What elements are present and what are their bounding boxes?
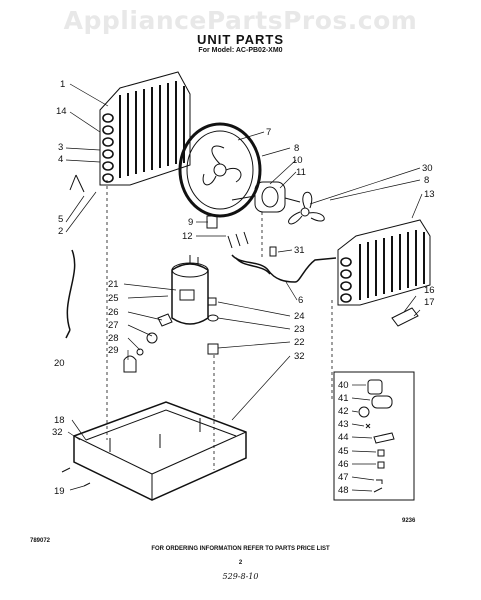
callout-26: 26 [108, 307, 119, 318]
grommet [207, 297, 217, 306]
callout-27: 27 [108, 320, 119, 331]
callout-22: 22 [294, 337, 305, 348]
thermostat-bracket [69, 174, 85, 193]
mount-bushing [207, 343, 219, 355]
callout-28: 28 [108, 333, 119, 344]
condenser-coil [337, 219, 431, 306]
callout-6: 6 [298, 295, 303, 306]
callout-1: 1 [60, 79, 65, 90]
callout-30: 30 [422, 163, 433, 174]
page-number: 2 [238, 560, 243, 566]
inset-box [333, 371, 415, 501]
evaporator-coil [99, 71, 191, 186]
callout-44: 44 [338, 432, 349, 443]
motor-leads [227, 231, 249, 249]
callout-19: 19 [54, 486, 65, 497]
callout-42: 42 [338, 406, 349, 417]
callout-41: 41 [338, 393, 349, 404]
screws [61, 467, 91, 487]
callout-31: 31 [294, 245, 305, 256]
callout-45: 45 [338, 446, 349, 457]
callout-3: 3 [58, 142, 63, 153]
page-title: UNIT PARTS [196, 32, 285, 47]
handwritten-note: 529-8-10 [222, 572, 259, 581]
doc-code: 789072 [30, 538, 51, 544]
condenser-fan [288, 191, 325, 225]
base-pan [73, 401, 247, 501]
callout-46: 46 [338, 459, 349, 470]
callout-20: 20 [54, 358, 65, 369]
callout-32b: 32 [52, 427, 63, 438]
watermark: AppliancePartsPros.com [63, 6, 418, 35]
blower-wheel [178, 122, 262, 218]
callout-16: 16 [424, 285, 435, 296]
callout-17: 17 [424, 297, 435, 308]
callout-48: 48 [338, 485, 349, 496]
callout-2: 2 [58, 226, 63, 237]
callout-21: 21 [108, 279, 119, 290]
callout-29: 29 [108, 345, 119, 356]
callout-4: 4 [58, 154, 63, 165]
figure-code: 9236 [402, 518, 416, 524]
capacitor-clip [206, 215, 218, 229]
callout-5: 5 [58, 214, 63, 225]
callout-9: 9 [188, 217, 193, 228]
power-cord [65, 249, 76, 339]
callout-10: 10 [292, 155, 303, 166]
ordering-instruction: FOR ORDERING INFORMATION REFER TO PARTS … [151, 546, 330, 552]
callout-25: 25 [108, 293, 119, 304]
spring-clip [136, 348, 144, 356]
callout-43: 43 [338, 419, 349, 430]
callout-11: 11 [296, 167, 306, 178]
drain-strip [391, 307, 419, 327]
callout-13: 13 [424, 189, 435, 200]
callout-8b: 8 [424, 175, 429, 186]
model-subtitle: For Model: AC-PB02-XM0 [198, 47, 283, 54]
callout-23: 23 [294, 324, 305, 335]
terminal-cover [146, 332, 158, 344]
sleeve [269, 246, 277, 257]
callout-47: 47 [338, 472, 349, 483]
callout-24: 24 [294, 311, 305, 322]
callout-12: 12 [182, 231, 193, 242]
callout-18: 18 [54, 415, 65, 426]
overload-protector [157, 313, 173, 327]
refrigerant-tubing [231, 254, 337, 283]
cover-bracket [123, 355, 137, 373]
callout-32: 32 [294, 351, 305, 362]
inset-parts [358, 379, 395, 493]
callout-14: 14 [56, 106, 67, 117]
fan-motor [231, 181, 301, 213]
callout-7: 7 [266, 127, 271, 138]
callout-40: 40 [338, 380, 349, 391]
washer [207, 314, 219, 322]
compressor [171, 255, 209, 325]
callout-8: 8 [294, 143, 299, 154]
